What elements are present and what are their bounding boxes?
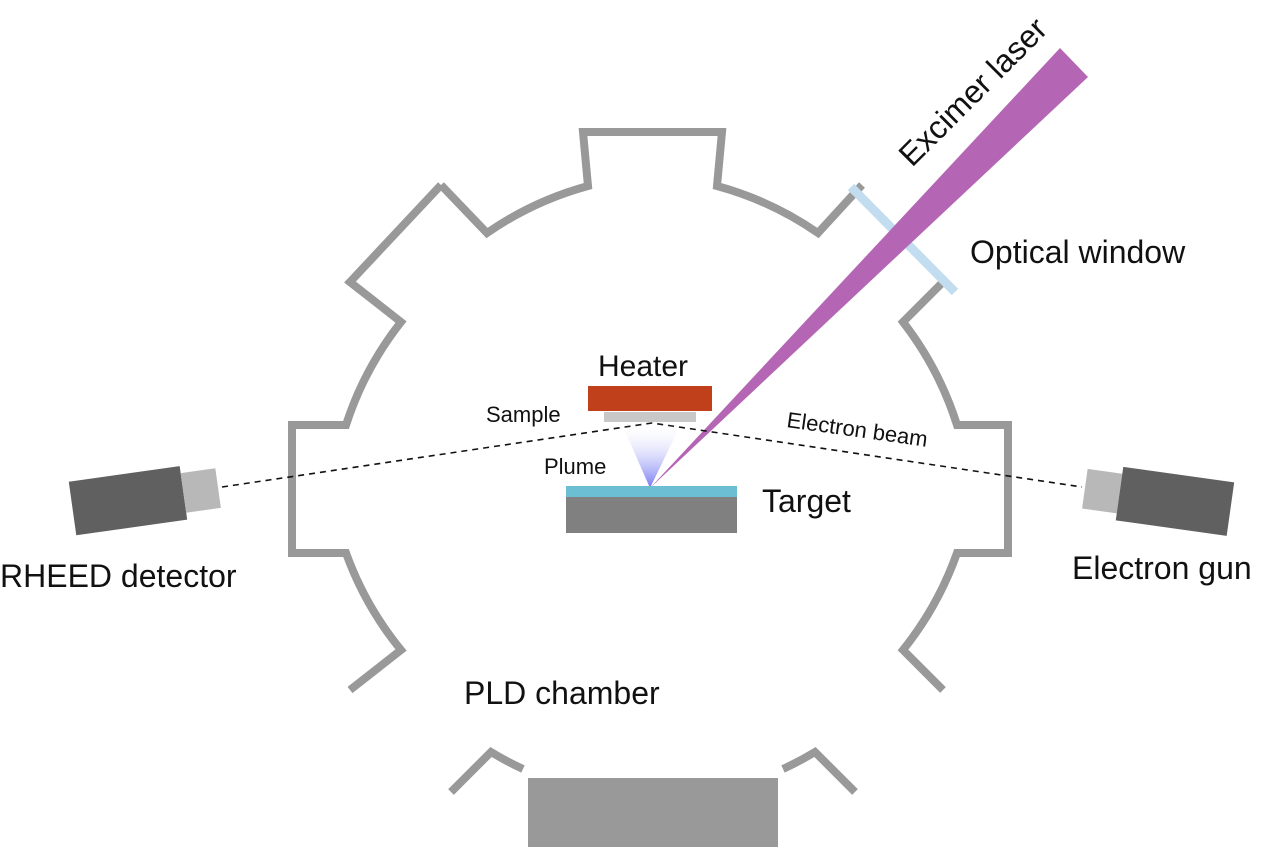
rheed-detector-label: RHEED detector bbox=[0, 558, 237, 594]
heater bbox=[588, 386, 712, 411]
electron-gun-label: Electron gun bbox=[1072, 550, 1252, 586]
electron-gun-icon bbox=[1082, 466, 1235, 536]
target-surface bbox=[566, 486, 737, 497]
plume bbox=[621, 422, 682, 488]
laser-beam bbox=[650, 48, 1088, 488]
heater-label: Heater bbox=[598, 350, 688, 383]
electron-beam-label: Electron beam bbox=[785, 407, 929, 451]
target-body bbox=[566, 497, 737, 533]
optical-window-label: Optical window bbox=[970, 234, 1186, 270]
plume-label: Plume bbox=[544, 454, 606, 479]
sample bbox=[604, 412, 696, 422]
rheed-detector-icon bbox=[68, 466, 221, 536]
pld-chamber-label: PLD chamber bbox=[464, 675, 660, 711]
chamber-wall bbox=[288, 128, 1012, 795]
bottom-port bbox=[528, 778, 778, 847]
sample-label: Sample bbox=[486, 402, 561, 427]
target-label: Target bbox=[762, 483, 851, 519]
